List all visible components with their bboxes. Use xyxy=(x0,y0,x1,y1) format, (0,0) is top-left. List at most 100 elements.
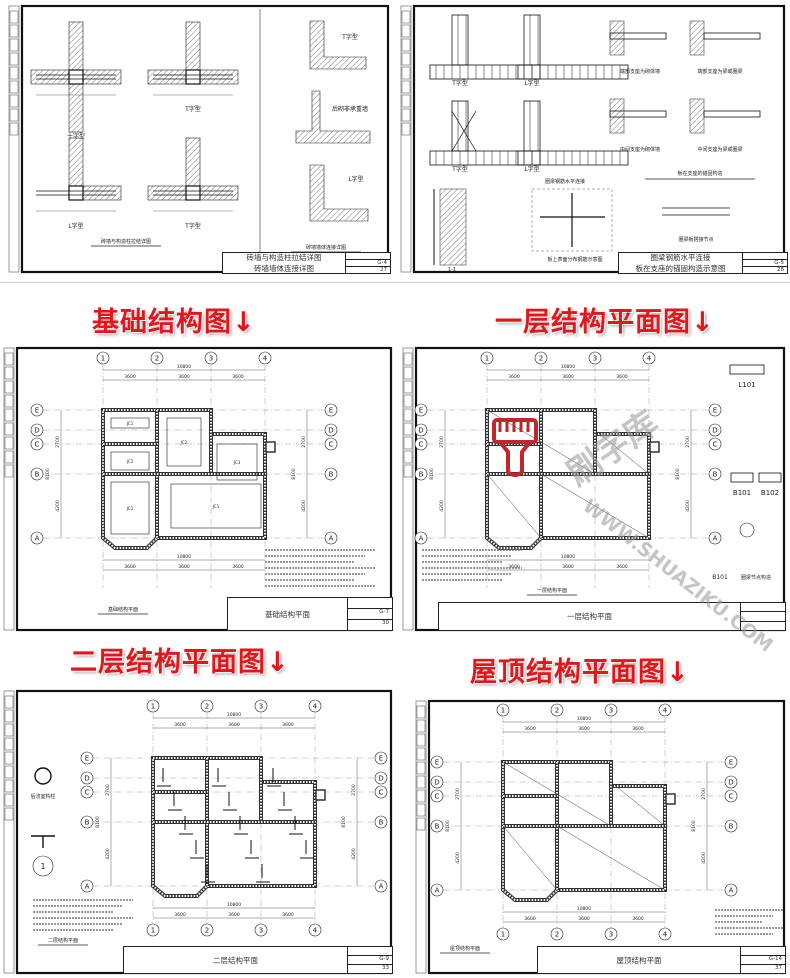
footing-label: JC1 xyxy=(126,459,134,464)
column xyxy=(68,69,84,85)
footing-outline xyxy=(216,443,258,481)
approval-cell xyxy=(403,436,413,450)
rebar-mark xyxy=(201,864,215,883)
page-number: 27 xyxy=(380,267,387,273)
approval-cell xyxy=(403,352,413,366)
plan-caption: 二层结构平面 xyxy=(48,937,78,944)
axis-bubble xyxy=(324,403,338,417)
dimension-text: 3600 xyxy=(616,564,628,570)
axis-bubble xyxy=(308,923,322,937)
axis-label: D xyxy=(378,775,383,783)
axis-bubble xyxy=(642,351,656,365)
approval-cell xyxy=(416,761,426,775)
beam-cage xyxy=(517,150,629,166)
dimension-text: 10800 xyxy=(177,364,191,370)
wall-t-section xyxy=(309,20,367,70)
slab-section xyxy=(703,110,761,118)
dimension-text: 4200 xyxy=(301,500,307,512)
approval-cell xyxy=(4,807,14,821)
dimension-text: 4200 xyxy=(351,848,357,860)
title-block-name: 砖墙与构造柱拉结详图砖墙墙体连接详图 xyxy=(223,253,346,273)
axis-label: 1 xyxy=(485,355,489,363)
detail-number: 1 xyxy=(40,862,45,871)
axis-label: A xyxy=(85,883,90,891)
axis-bubble xyxy=(374,751,388,765)
footing-outline xyxy=(110,451,150,471)
dimension-text: 3600 xyxy=(524,916,536,922)
approval-cell xyxy=(416,733,426,747)
support-wall xyxy=(609,20,625,56)
axis-bubble xyxy=(496,703,510,717)
approval-cell xyxy=(4,394,14,408)
beam-cage xyxy=(523,14,541,66)
detail-caption: 中间支座为砌体墙 xyxy=(620,146,660,153)
axis-label: C xyxy=(729,793,734,801)
axis-label: E xyxy=(35,407,39,415)
drawing-title: 二层结构平面 xyxy=(213,955,258,965)
heading-floor1: 一层结构平面图↓ xyxy=(495,307,715,338)
axis-label: 1 xyxy=(151,703,155,711)
axis-label: 3 xyxy=(209,355,213,363)
approval-cell xyxy=(416,747,426,761)
beam-label: L101 xyxy=(738,381,755,389)
axis-bubble xyxy=(414,467,428,481)
detail-caption: 后浇室构柱 xyxy=(30,793,55,800)
t-beam-joint-2 xyxy=(451,100,469,152)
approval-cell xyxy=(9,24,19,38)
axis-bubble xyxy=(80,771,94,785)
drawing-title: 屋顶结构平面 xyxy=(616,955,662,965)
approval-cell xyxy=(416,719,426,733)
approval-cell xyxy=(403,422,413,436)
detail-caption: 板上表面分布钢筋示意图 xyxy=(547,256,602,263)
axis-bubble xyxy=(254,699,268,713)
approval-cell xyxy=(4,422,14,436)
rebar-mark xyxy=(289,816,303,835)
axis-bubble xyxy=(324,423,338,437)
dimension-text: 8100 xyxy=(341,816,347,828)
sheet-number: G-14 xyxy=(741,956,785,965)
axis-bubble xyxy=(430,883,444,897)
chimney-column xyxy=(315,789,326,801)
axis-bubble xyxy=(708,531,722,545)
approval-cell xyxy=(416,705,426,719)
approval-cell xyxy=(403,408,413,422)
dimension-text: 2700 xyxy=(105,784,111,796)
axis-bubble xyxy=(374,785,388,799)
dimension-text: 2700 xyxy=(701,788,707,800)
slab-section xyxy=(609,110,667,118)
detail-caption: L字型 xyxy=(348,175,363,183)
approval-cell xyxy=(4,450,14,464)
detail-caption: 圈梁节点构造 xyxy=(741,574,771,581)
approval-cell xyxy=(9,122,19,136)
approval-cell xyxy=(4,751,14,765)
axis-bubble xyxy=(414,437,428,451)
dimension-text: 4200 xyxy=(55,500,61,512)
dimension-text: 2700 xyxy=(301,436,307,448)
approval-cell xyxy=(401,10,411,24)
dimension-text: 2700 xyxy=(685,436,691,448)
dimension-text: 3600 xyxy=(228,912,240,918)
approval-cell xyxy=(4,408,14,422)
perimeter-wall xyxy=(151,756,317,898)
plan-caption: 基础结构平面 xyxy=(108,606,138,613)
axis-bubble xyxy=(324,467,338,481)
axis-bubble xyxy=(414,531,428,545)
cross-joint xyxy=(30,21,122,133)
axis-bubble xyxy=(724,883,738,897)
dimension-text: 10800 xyxy=(227,712,241,718)
column xyxy=(68,185,84,201)
dimension-text: 3600 xyxy=(174,722,186,728)
approval-cell xyxy=(401,66,411,80)
axis-label: A xyxy=(35,535,40,543)
detail-caption: 圈梁钢筋水平连接 xyxy=(545,178,585,185)
t-beam-joint xyxy=(451,14,469,66)
footing-outline xyxy=(110,417,150,429)
axis-bubble xyxy=(658,703,672,717)
dimension-text: 3600 xyxy=(524,726,536,732)
ring-beam-section xyxy=(31,835,55,848)
